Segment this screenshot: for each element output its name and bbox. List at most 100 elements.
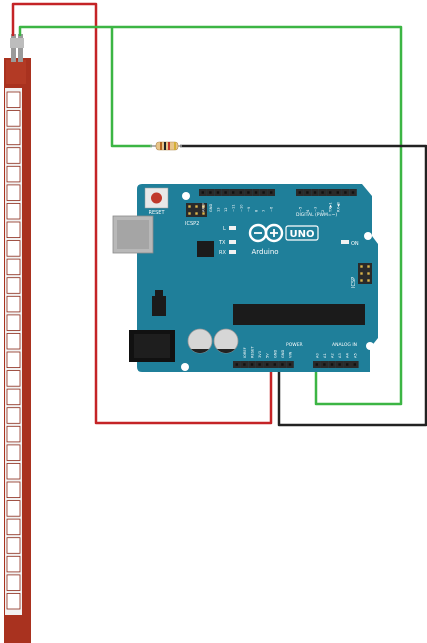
digital-pin-label: ~6	[270, 206, 274, 212]
led-l-label: L	[223, 226, 226, 232]
usb-chip	[197, 241, 214, 257]
digital-pin-label: 2	[321, 210, 325, 212]
digital-pin-label: 13	[217, 207, 221, 212]
mount-hole	[182, 192, 190, 200]
digital-header	[199, 189, 357, 196]
uno-badge	[285, 225, 319, 241]
digital-pin-label: TX▶1	[329, 202, 333, 213]
flex-sensor-segment	[6, 537, 21, 554]
flex-sensor-segment	[6, 574, 21, 591]
icsp2-header	[186, 203, 207, 217]
resistor-band	[168, 142, 170, 150]
flex-sensor-segment	[6, 593, 21, 610]
power-pin-label: IOREF	[243, 347, 247, 358]
black-wire	[180, 144, 427, 427]
led-rx	[229, 250, 236, 254]
arduino-logo: Arduino	[248, 223, 284, 256]
flex-sensor-segment	[6, 314, 21, 331]
led-tx-label: TX	[218, 240, 226, 246]
uno-text: UNO	[290, 229, 315, 240]
flex-sensor-segment	[6, 165, 21, 183]
digital-pin-label: ~3	[314, 207, 318, 212]
flex-sensor-segment	[6, 221, 21, 239]
led-l	[229, 226, 236, 230]
flex-sensor-segment	[6, 425, 21, 443]
green-wire	[18, 25, 403, 406]
digital-pin-label: AREF	[201, 203, 205, 212]
flex-sensor-segment	[6, 277, 21, 294]
flex-sensor-segment	[6, 462, 21, 480]
resistor	[150, 141, 182, 151]
mount-hole	[364, 232, 372, 240]
resistor-band	[164, 142, 166, 150]
led-on	[341, 240, 349, 244]
flex-sensor-segment	[6, 518, 21, 536]
flex-sensor-segment	[6, 258, 21, 276]
power-pin-label: GND	[273, 350, 277, 358]
flex-sensor-segments	[6, 91, 21, 610]
power-pin-label: VIN	[289, 351, 293, 358]
usb-connector-inner	[117, 220, 149, 249]
flex-sensor-pin-head-right	[17, 38, 24, 48]
led-on-label: ON	[351, 241, 359, 247]
flex-sensor-segment	[6, 91, 21, 109]
flex-sensor-segment	[6, 110, 21, 127]
resistor-bands	[160, 142, 176, 150]
flex-sensor-segment	[6, 351, 21, 369]
analog-pin-label: A0	[315, 353, 319, 358]
digital-label: DIGITAL (PWM=~)	[296, 212, 337, 218]
resistor-band	[160, 142, 162, 150]
green-wire-to-resistor	[110, 27, 152, 148]
wires	[11, 2, 427, 427]
power-jack-inner	[134, 334, 170, 358]
flex-sensor-segment	[6, 388, 21, 406]
led-tx	[229, 240, 236, 244]
icsp-label: ICSP	[351, 277, 357, 288]
digital-pin-label: 7	[262, 210, 266, 212]
flex-sensor-segment	[6, 332, 21, 350]
flex-sensor-segment	[6, 240, 21, 257]
digital-pin-label: ~11	[232, 204, 236, 212]
flex-sensor-segment	[6, 481, 21, 499]
analog-pin-label: A1	[323, 353, 327, 358]
flex-sensor-tab	[6, 60, 26, 84]
digital-pin-label: RX◀0	[336, 201, 340, 212]
analog-pin-label: A3	[338, 353, 342, 358]
led-rx-label: RX	[219, 250, 226, 256]
arduino-logo-text: Arduino	[251, 248, 278, 256]
flex-sensor-segment	[6, 147, 21, 164]
analog-pin-label: A2	[331, 353, 335, 358]
digital-pin-label: GND	[209, 204, 213, 212]
power-header	[233, 361, 294, 368]
flex-sensor	[4, 34, 31, 643]
flex-sensor-segment	[6, 202, 21, 220]
flex-sensor-segment	[6, 444, 21, 461]
digital-pin-label: 4	[306, 209, 310, 212]
power-pin-label: RESET	[251, 346, 255, 358]
power-label: POWER	[286, 342, 303, 348]
flex-sensor-segment	[6, 128, 21, 146]
microcontroller-chip	[233, 304, 365, 325]
arduino-board: RESET ICSP2 ICSP	[112, 184, 378, 372]
flex-sensor-segment	[6, 370, 21, 387]
digital-pin-label: 8	[255, 209, 259, 212]
flex-sensor-segment	[6, 500, 21, 517]
flex-sensor-segment	[6, 295, 21, 313]
digital-pin-label: ~9	[247, 206, 251, 212]
analog-label: ANALOG IN	[332, 342, 357, 348]
flex-sensor-pin-head-left	[10, 38, 17, 48]
analog-pin-label: A4	[346, 353, 350, 358]
mount-hole	[366, 342, 374, 350]
digital-pin-label: ~5	[298, 207, 302, 212]
analog-pin-label: A5	[353, 353, 357, 358]
power-pin-label: GND	[281, 350, 285, 358]
icsp-header	[358, 263, 372, 284]
analog-header	[313, 361, 359, 368]
icsp2-label: ICSP2	[185, 221, 199, 227]
reset-button-cap	[151, 192, 162, 204]
digital-pin-label: 12	[224, 207, 228, 212]
